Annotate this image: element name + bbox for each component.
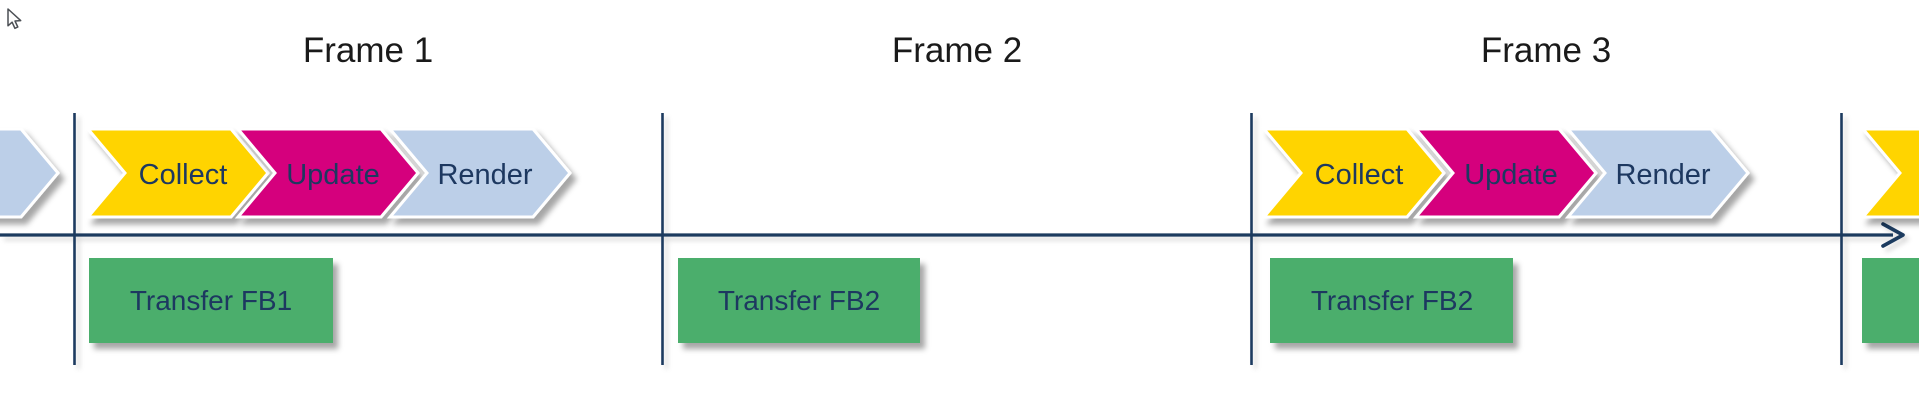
render-chevron-frame1 bbox=[386, 127, 572, 219]
transfer-fb2-label-frame2: Transfer FB2 bbox=[718, 285, 880, 316]
update-chevron-frame3 bbox=[1412, 127, 1598, 219]
frame-3-pipeline: Collect Update Render bbox=[1260, 127, 1750, 219]
frame-2-label: Frame 2 bbox=[892, 31, 1022, 70]
transfer-row: Transfer FB1 Transfer FB2 Transfer FB2 bbox=[89, 258, 1919, 343]
render-label-frame1: Render bbox=[437, 159, 532, 191]
frame-1-pipeline: Collect Update Render bbox=[84, 127, 572, 219]
collect-label-frame3: Collect bbox=[1315, 159, 1404, 191]
transfer-fb1-box-frame1 bbox=[89, 258, 333, 343]
update-label-frame1: Update bbox=[286, 159, 380, 191]
update-label-frame3: Update bbox=[1464, 159, 1558, 191]
collect-label-frame1: Collect bbox=[139, 159, 228, 191]
transfer-fb2-box-frame3 bbox=[1270, 258, 1513, 343]
axis-arrowhead-icon bbox=[1881, 222, 1905, 248]
transfer-fb2-box-frame2 bbox=[678, 258, 920, 343]
timeline-axis-group bbox=[0, 113, 1905, 365]
collect-chevron-frame3 bbox=[1260, 127, 1446, 219]
update-chevron-frame1 bbox=[234, 127, 420, 219]
collect-chevron-frame1 bbox=[84, 127, 270, 219]
render-label-frame3: Render bbox=[1615, 159, 1710, 191]
render-chevron-frame3 bbox=[1564, 127, 1750, 219]
partial-transfer-box-right bbox=[1862, 258, 1919, 343]
partial-collect-chevron-right bbox=[1859, 127, 1919, 219]
transfer-fb1-label-frame1: Transfer FB1 bbox=[130, 285, 292, 316]
frame-1-label: Frame 1 bbox=[303, 31, 433, 70]
partial-render-chevron-left bbox=[0, 127, 60, 219]
transfer-fb2-label-frame3: Transfer FB2 bbox=[1311, 285, 1473, 316]
frame-3-label: Frame 3 bbox=[1481, 31, 1611, 70]
mouse-cursor-icon bbox=[7, 8, 22, 30]
